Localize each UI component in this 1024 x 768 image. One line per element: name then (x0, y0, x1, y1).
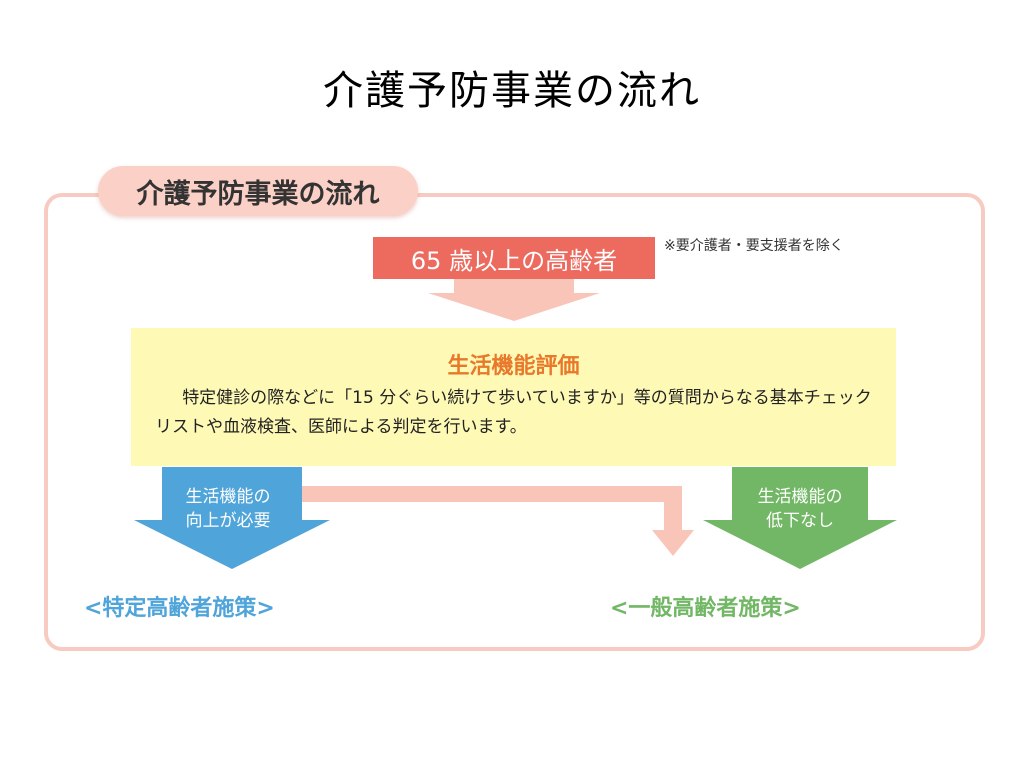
left-arrow-label-line1: 生活機能の (185, 487, 271, 507)
right-arrow-label: 生活機能の 低下なし (744, 485, 856, 533)
left-arrow (134, 467, 330, 569)
right-arrow-label-line2: 低下なし (766, 511, 834, 531)
elderly-box: 65 歳以上の高齢者 (373, 237, 655, 279)
evaluation-description: 特定健診の際などに「15 分ぐらい続けて歩いていますか」等の質問からなる基本チェ… (155, 388, 872, 437)
slide-title: 介護予防事業の流れ (323, 68, 701, 114)
specific-elderly-policy: <特定高齢者施策> (84, 596, 275, 621)
right-arrow (703, 467, 897, 569)
left-arrow-label: 生活機能の 向上が必要 (172, 485, 284, 533)
exclusion-note: ※要介護者・要支援者を除く (664, 238, 844, 254)
right-arrow-label-line1: 生活機能の (757, 487, 843, 507)
diagram-header-tab: 介護予防事業の流れ (98, 166, 418, 216)
evaluation-box: 生活機能評価 特定健診の際などに「15 分ぐらい続けて歩いていますか」等の質問か… (131, 328, 896, 466)
general-elderly-policy: <一般高齢者施策> (610, 596, 801, 621)
down-arrow-to-evaluation (428, 279, 600, 321)
left-arrow-label-line2: 向上が必要 (185, 511, 271, 531)
evaluation-title: 生活機能評価 (447, 354, 580, 379)
connector-arrow (300, 486, 694, 556)
